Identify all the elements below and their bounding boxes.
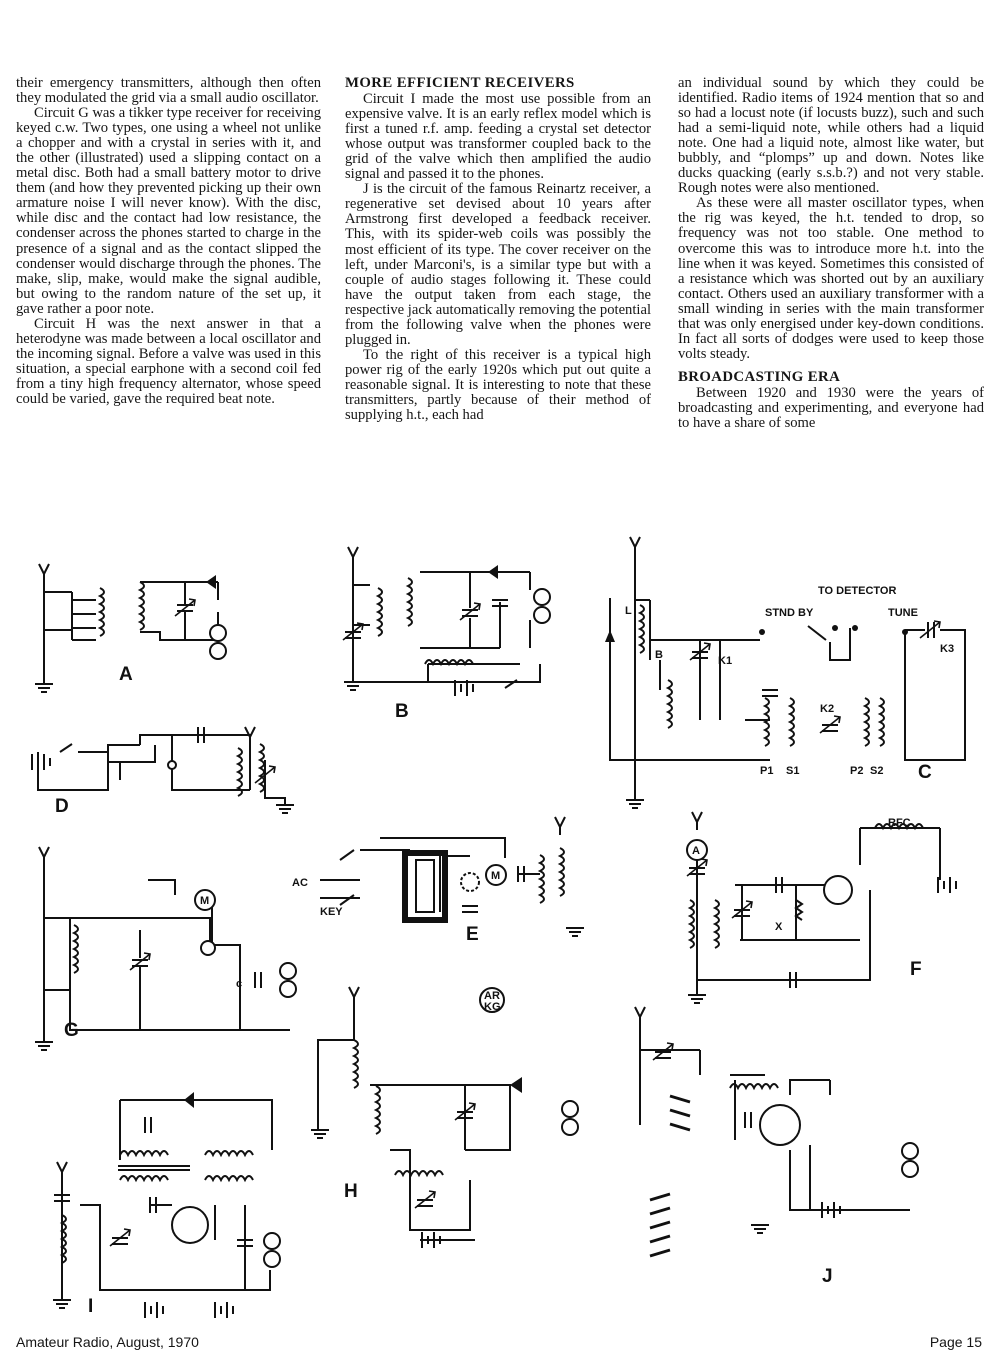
text-column-1: their emergency transmitters, although t…	[16, 75, 321, 407]
circuit-b: B	[342, 546, 551, 722]
circuit-c-label: TUNE	[888, 607, 918, 619]
circuit-label: G	[64, 1020, 79, 1041]
circuit-c-label: K2	[820, 703, 834, 715]
circuit-e-label: AC	[292, 877, 308, 889]
circuit-f-label: RFC	[888, 817, 911, 829]
circuit-c-label: TO DETECTOR	[818, 585, 896, 597]
col2-paragraph: J is the circuit of the famous Reinartz …	[345, 181, 651, 348]
circuit-label: D	[55, 796, 69, 817]
col3-paragraph: an individual sound by which they could …	[678, 75, 984, 197]
circuit-i: I	[52, 1092, 281, 1319]
circuit-label: E	[466, 924, 479, 945]
circuit-g: M c G	[34, 846, 297, 1051]
circuit-label: A	[119, 664, 133, 685]
circuit-c-label: S1	[786, 765, 799, 777]
text-column-3: an individual sound by which they could …	[678, 75, 984, 432]
circuit-f: A RFC X F	[686, 811, 957, 1004]
circuit-diagrams-svg: A B	[31, 536, 966, 1319]
circuit-c: TO DETECTOR STND BY TUNE L B K1 K2 K3 P1…	[605, 536, 966, 809]
circuit-e-label: M	[491, 870, 500, 882]
circuit-c-label: L	[625, 605, 632, 617]
circuit-f-label: A	[692, 845, 700, 857]
footer-page-number: Page 15	[929, 1334, 982, 1350]
circuit-e-label: KG	[484, 1001, 501, 1013]
circuit-j: J	[634, 1006, 919, 1287]
circuit-g-label: M	[200, 895, 209, 907]
circuit-label: B	[395, 701, 409, 722]
circuit-label: C	[918, 762, 932, 783]
circuit-diagrams: A B	[0, 530, 1000, 1330]
circuit-e-label: AR	[484, 990, 500, 1002]
circuit-e: AC KEY M AR KG E	[292, 816, 585, 1013]
section-heading: MORE EFFICIENT RECEIVERS	[345, 75, 575, 91]
circuit-label: J	[822, 1266, 833, 1287]
col1-paragraph: Circuit H was the next answer in that a …	[16, 315, 321, 407]
circuit-a: A	[34, 563, 227, 693]
circuit-f-label: X	[775, 921, 783, 933]
col3-paragraph: As these were all master oscillator type…	[678, 195, 984, 362]
circuit-label: I	[88, 1296, 93, 1317]
col3-paragraph: Between 1920 and 1930 were the years of …	[678, 384, 984, 432]
circuit-c-label: B	[655, 649, 663, 661]
col1-paragraph: Circuit G was a tikker type receiver for…	[16, 105, 321, 317]
circuit-c-label: K1	[718, 655, 732, 667]
circuit-label: F	[910, 959, 922, 980]
circuit-e-label: KEY	[320, 906, 343, 918]
circuit-c-label: STND BY	[765, 607, 814, 619]
circuit-c-label: P2	[850, 765, 863, 777]
col2-paragraph: Circuit I made the most use possible fro…	[345, 91, 651, 183]
section-heading: BROADCASTING ERA	[678, 368, 841, 385]
col2-paragraph: To the right of this receiver is a typic…	[345, 346, 651, 424]
circuit-label: H	[344, 1181, 358, 1202]
circuit-c-label: K3	[940, 643, 954, 655]
circuit-g-label: c	[236, 978, 242, 990]
text-column-2: MORE EFFICIENT RECEIVERS Circuit I made …	[345, 75, 651, 424]
circuit-d: D	[31, 726, 295, 817]
col1-paragraph: their emergency transmitters, although t…	[16, 75, 321, 107]
circuit-c-label: S2	[870, 765, 883, 777]
circuit-c-label: P1	[760, 765, 773, 777]
footer-publication: Amateur Radio, August, 1970	[16, 1334, 199, 1350]
circuit-h: H	[310, 986, 579, 1249]
